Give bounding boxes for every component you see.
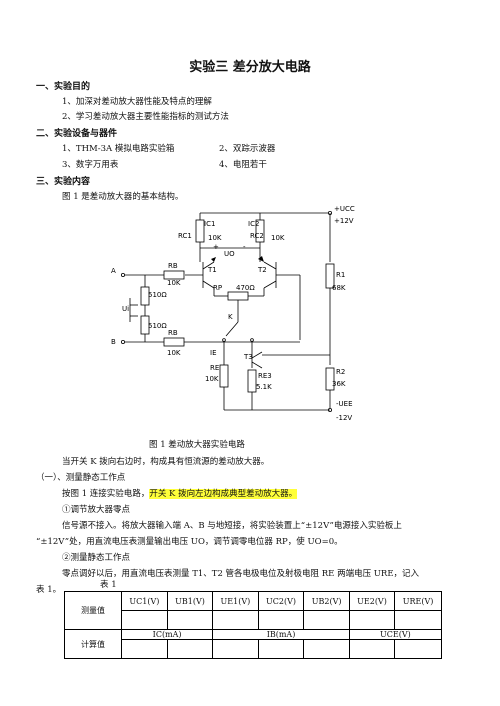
output-minus: - bbox=[243, 243, 246, 251]
output-plus: + bbox=[213, 243, 219, 251]
highlighted-text: 开关 K 拨向左边构成典型差动放大器。 bbox=[149, 489, 298, 499]
paragraph-static-line2: 表 1。 bbox=[36, 585, 62, 595]
section-heading-objectives: 一、实验目的 bbox=[36, 82, 91, 92]
r1-value: 68K bbox=[332, 284, 346, 292]
input-b-label: B bbox=[111, 338, 116, 346]
table-cell bbox=[121, 639, 168, 659]
rb1-label: RB bbox=[168, 262, 178, 270]
table-header-cell: UB2(V) bbox=[303, 591, 350, 611]
table-header-cell: IC(mA) bbox=[120, 629, 214, 640]
table-cell bbox=[394, 639, 442, 659]
table-cell bbox=[166, 610, 214, 630]
intro-text: 图 1 是差动放大器的基本结构。 bbox=[62, 192, 184, 202]
table-header-cell: URE(V) bbox=[394, 591, 442, 611]
table-cell bbox=[303, 639, 350, 659]
table-row-label: 计算值 bbox=[64, 629, 122, 659]
table-cell bbox=[257, 610, 305, 630]
equipment-item: 4、电阻若干 bbox=[219, 160, 267, 170]
table-header-cell: IB(mA) bbox=[212, 629, 350, 640]
r1-label: R1 bbox=[336, 271, 345, 279]
rb2-value: 10K bbox=[167, 349, 181, 357]
equipment-item: 2、双踪示波器 bbox=[219, 144, 276, 154]
k-label: K bbox=[228, 313, 233, 321]
table-row bbox=[65, 639, 442, 659]
subsection-heading: （一）、测量静态工作点 bbox=[36, 473, 126, 483]
r2-label: R2 bbox=[336, 368, 345, 376]
r2-value: 36K bbox=[332, 380, 346, 388]
table-label: 表 1 bbox=[100, 580, 117, 590]
paragraph-zero-line2: “±12V”处，用直流电压表测量输出电压 UO，调节调零电位器 RP，使 UO=… bbox=[36, 537, 343, 547]
rc1-value: 10K bbox=[208, 234, 222, 242]
r510b-label: 510Ω bbox=[148, 322, 167, 330]
page-title: 实验三 差分放大电路 bbox=[189, 60, 311, 75]
rc2-label: RC2 bbox=[250, 232, 264, 240]
table-cell bbox=[212, 610, 259, 630]
paragraph-connect: 按图 1 连接实验电路，开关 K 拨向左边构成典型差动放大器。 bbox=[62, 487, 298, 499]
table-row: 测量值 UC1(V) UB1(V) UE1(V) UC2(V) UB2(V) U… bbox=[64, 591, 442, 630]
paragraph-static-line1: 零点调好以后，用直流电压表测量 T1、T2 管各电极电位及射极电阻 RE 两端电… bbox=[62, 569, 420, 579]
step-heading-zero: ①调节放大器零点 bbox=[62, 505, 131, 515]
rb2-label: RB bbox=[168, 329, 178, 337]
section-heading-equipment: 二、实验设备与器件 bbox=[36, 129, 118, 139]
table-header-cell: UE2(V) bbox=[348, 591, 396, 611]
table-header-cell: UCE(V) bbox=[348, 629, 443, 640]
re3-value: 5.1K bbox=[256, 383, 272, 391]
table-row: 计算值 IC(mA) IB(mA) UCE(V) bbox=[64, 629, 443, 659]
table-cell bbox=[166, 639, 214, 659]
objective-item: 1、加深对差动放大器性能及特点的理解 bbox=[62, 97, 212, 107]
paragraph-connect-text: 按图 1 连接实验电路， bbox=[62, 489, 150, 499]
rc1-label: RC1 bbox=[178, 232, 192, 240]
step-heading-static: ②测量静态工作点 bbox=[62, 553, 131, 563]
figure-caption: 图 1 差动放大器实验电路 bbox=[149, 440, 245, 450]
table-header-cell: UC1(V) bbox=[121, 591, 168, 611]
t1-label: T1 bbox=[207, 266, 217, 274]
rp-label: RP bbox=[213, 284, 222, 292]
vcc-value: +12V bbox=[334, 217, 354, 225]
section-heading-content: 三、实验内容 bbox=[36, 177, 91, 187]
uo-label: UO bbox=[224, 250, 235, 258]
rp-value: 470Ω bbox=[236, 284, 255, 292]
ic1-label: IC1 bbox=[204, 220, 215, 228]
t3-label: T3 bbox=[243, 353, 253, 361]
table-cell bbox=[257, 639, 305, 659]
table-header-cell: UC2(V) bbox=[257, 591, 305, 611]
table-header-cell: UB1(V) bbox=[166, 591, 214, 611]
table-cell bbox=[212, 639, 259, 659]
table-cell bbox=[121, 610, 168, 630]
data-table: 测量值 UC1(V) UB1(V) UE1(V) UC2(V) UB2(V) U… bbox=[64, 591, 443, 659]
vcc-label: +UCC bbox=[334, 205, 355, 213]
rc2-value: 10K bbox=[271, 234, 285, 242]
objective-item: 2、学习差动放大器主要性能指标的测试方法 bbox=[62, 112, 229, 122]
equipment-item: 3、数字万用表 bbox=[62, 160, 119, 170]
table-row-label: 测量值 bbox=[64, 591, 122, 630]
ie-label: IE bbox=[210, 349, 217, 357]
re-value: 10K bbox=[205, 375, 219, 383]
re3-label: RE3 bbox=[258, 372, 272, 380]
table-cell bbox=[348, 610, 396, 630]
paragraph-zero-line1: 信号源不接入。将放大器输入端 A、B 与地短接，将实验装置上“±12V”电源接入… bbox=[62, 521, 402, 531]
t2-label: T2 bbox=[257, 266, 267, 274]
vee-value: -12V bbox=[336, 414, 352, 422]
ic2-label: IC2 bbox=[248, 220, 259, 228]
table-cell bbox=[303, 610, 350, 630]
table-header-cell: UE1(V) bbox=[212, 591, 259, 611]
ui-label: Ui bbox=[122, 305, 129, 313]
vee-label: -UEE bbox=[336, 400, 353, 408]
re-label: RE bbox=[210, 364, 219, 372]
table-row bbox=[65, 610, 442, 630]
table-cell bbox=[348, 639, 396, 659]
r510a-label: 510Ω bbox=[148, 291, 167, 299]
paragraph-switch-right: 当开关 K 拨向右边时，构成具有恒流源的差动放大器。 bbox=[62, 457, 270, 467]
equipment-item: 1、THM-3A 模拟电路实验箱 bbox=[62, 144, 175, 154]
rb1-value: 10K bbox=[167, 279, 181, 287]
input-a-label: A bbox=[111, 267, 116, 275]
table-cell bbox=[394, 610, 442, 630]
